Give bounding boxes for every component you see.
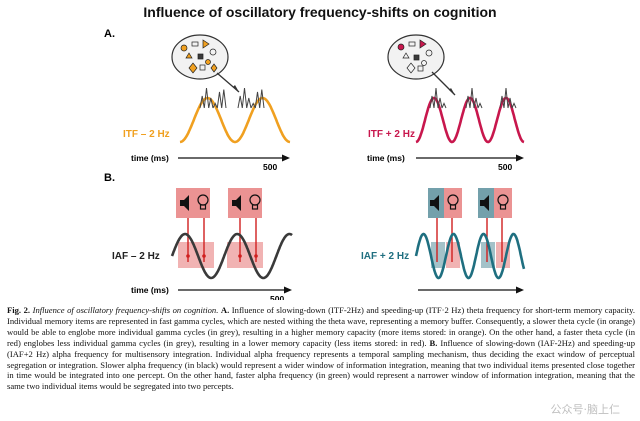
theta-wave-slow <box>179 96 291 144</box>
panel-a-left-axis: time (ms) 500 <box>131 153 290 172</box>
panel-b-left-axis-end: 500 <box>270 294 284 300</box>
panel-b-label: B. <box>104 172 115 184</box>
theta-wave-fast <box>415 96 525 144</box>
panel-a-right-axis: time (ms) 500 <box>367 153 524 172</box>
caption-b-text: Influence of slowing-down (IAF-2Hz) and … <box>7 337 635 392</box>
speaker-icon <box>180 195 241 211</box>
iaf-minus-label: IAF – 2 Hz <box>112 251 160 262</box>
itf-minus-label: ITF – 2 Hz <box>123 129 170 140</box>
panel-a-label: A. <box>104 28 115 40</box>
itf-plus-label: ITF + 2 Hz <box>368 129 415 140</box>
panel-a-right-axis-end: 500 <box>498 162 512 172</box>
panel-b-left-axis-label: time (ms) <box>131 285 169 295</box>
panel-b-right-windows <box>428 188 512 268</box>
caption-fig-title: Influence of oscillatory frequency-shift… <box>32 305 219 315</box>
caption-a-text: Influence of slowing-down (ITF-2Hz) and … <box>7 305 636 348</box>
watermark: 公众号·脑上仁 <box>550 403 621 416</box>
figure-caption: Fig. 2. Influence of oscillatory frequen… <box>7 305 635 392</box>
right-memory-bubble <box>387 34 456 96</box>
speaker-icon-right <box>430 195 489 211</box>
figure-canvas: A. <box>104 28 526 300</box>
left-item-icons <box>180 39 218 74</box>
gamma-bursts-fast <box>429 88 517 109</box>
lightbulb-icon <box>197 194 261 210</box>
alpha-wave-fast <box>414 232 526 280</box>
right-item-icons <box>397 39 433 74</box>
panel-a-right-axis-label: time (ms) <box>367 153 405 163</box>
caption-a-label: A. <box>220 305 230 315</box>
left-memory-bubble <box>171 34 240 93</box>
panel-b-left-axis: time (ms) 500 <box>131 285 292 300</box>
caption-fig-label: Fig. 2. <box>7 305 31 315</box>
iaf-plus-label: IAF + 2 Hz <box>361 251 409 262</box>
lightbulb-icon-right <box>447 194 509 210</box>
alpha-wave-slow <box>170 232 293 280</box>
figure-title: Influence of oscillatory frequency-shift… <box>143 4 497 20</box>
panel-a-left-axis-end: 500 <box>263 162 277 172</box>
panel-b-right-axis <box>418 286 524 294</box>
panel-a-left-axis-label: time (ms) <box>131 153 169 163</box>
gamma-bursts-slow <box>199 88 265 109</box>
caption-b-label: B. <box>429 337 438 348</box>
